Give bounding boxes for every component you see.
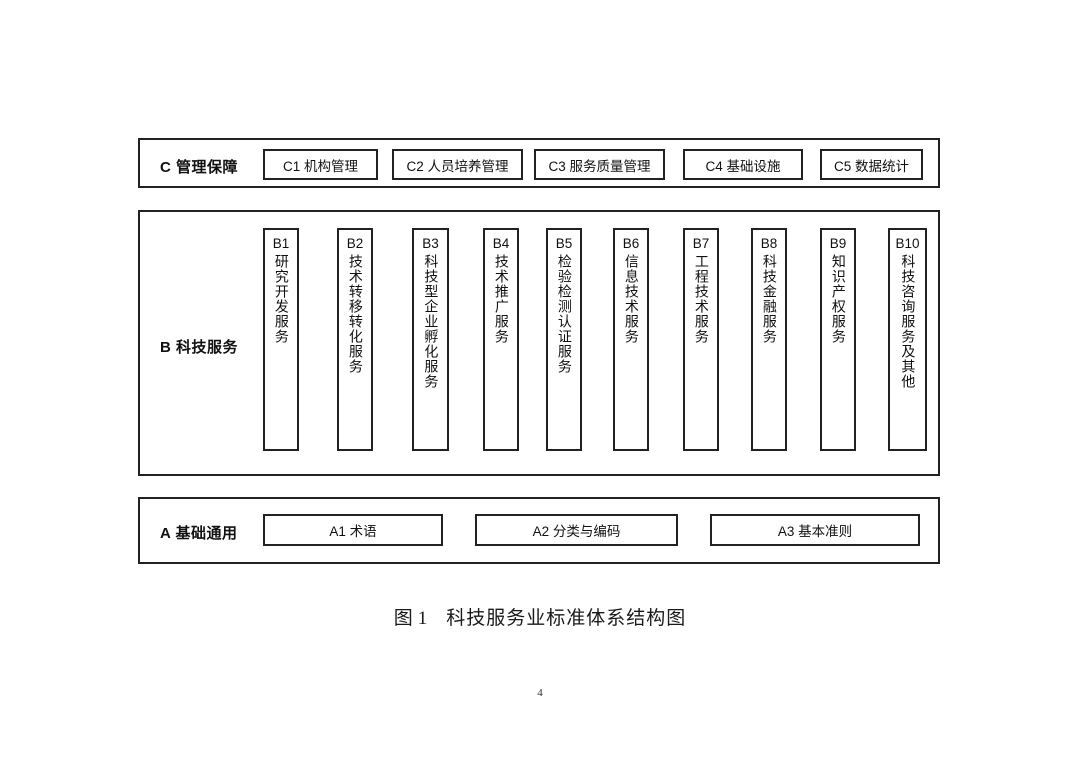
node-b8-label: 科技金融服务: [761, 253, 778, 344]
node-c5[interactable]: C5 数据统计: [820, 149, 923, 180]
figure-caption-title: 科技服务业标准体系结构图: [446, 608, 687, 629]
figure-caption-prefix: 图: [393, 608, 414, 629]
layer-c-label: C 管理保障: [160, 159, 239, 176]
node-a3[interactable]: A3 基本准则: [710, 514, 920, 546]
node-b4[interactable]: B4 技术推广服务: [483, 228, 519, 451]
node-b7[interactable]: B7 工程技术服务: [683, 228, 719, 451]
node-b5-label: 检验检测认证服务: [556, 253, 573, 374]
node-b6-label: 信息技术服务: [623, 253, 640, 344]
node-c4[interactable]: C4 基础设施: [683, 149, 803, 180]
node-b6-code: B6: [622, 236, 640, 251]
node-b1-code: B1: [272, 236, 290, 251]
node-a3-label: A3 基本准则: [777, 524, 853, 539]
node-c4-label: C4 基础设施: [705, 158, 781, 174]
page-number: 4: [537, 687, 543, 699]
node-b3[interactable]: B3 科技型企业孵化服务: [412, 228, 449, 451]
layer-b-label: B 科技服务: [160, 339, 239, 356]
node-a1[interactable]: A1 术语: [263, 514, 443, 546]
figure-caption-number: 1: [417, 608, 429, 629]
node-c1-label: C1 机构管理: [282, 158, 358, 174]
node-c2[interactable]: C2 人员培养管理: [392, 149, 523, 180]
node-b10[interactable]: B10 科技咨询服务及其他: [888, 228, 927, 451]
node-b9[interactable]: B9 知识产权服务: [820, 228, 856, 451]
node-b6[interactable]: B6 信息技术服务: [613, 228, 649, 451]
node-c3-label: C3 服务质量管理: [548, 158, 651, 174]
node-b7-code: B7: [692, 236, 710, 251]
node-b1[interactable]: B1 研究开发服务: [263, 228, 299, 451]
layer-a-band: A 基础通用 A1 术语 A2 分类与编码 A3 基本准则: [138, 497, 940, 564]
node-b4-label: 技术推广服务: [493, 253, 510, 344]
node-b4-code: B4: [492, 236, 510, 251]
node-c3[interactable]: C3 服务质量管理: [534, 149, 665, 180]
node-a1-label: A1 术语: [329, 524, 377, 539]
node-b8[interactable]: B8 科技金融服务: [751, 228, 787, 451]
node-b8-code: B8: [760, 236, 778, 251]
node-b3-code: B3: [422, 236, 439, 251]
layer-c-band: C 管理保障 C1 机构管理 C2 人员培养管理 C3 服务质量管理 C4 基础…: [138, 138, 940, 188]
node-c1[interactable]: C1 机构管理: [263, 149, 378, 180]
node-b2-code: B2: [346, 236, 364, 251]
node-b3-label: 科技型企业孵化服务: [423, 253, 440, 389]
layer-a-label: A 基础通用: [160, 525, 238, 542]
node-b5-code: B5: [555, 236, 573, 251]
node-b1-label: 研究开发服务: [273, 253, 290, 344]
node-b7-label: 工程技术服务: [693, 253, 710, 344]
node-b10-label: 科技咨询服务及其他: [900, 253, 917, 389]
layer-b-band: B 科技服务 B1 研究开发服务 B2 技术转移转化服务 B3 科技型企业孵化服…: [138, 210, 940, 476]
node-b2-label: 技术转移转化服务: [347, 253, 364, 374]
node-b5[interactable]: B5 检验检测认证服务: [546, 228, 582, 451]
node-b9-label: 知识产权服务: [830, 253, 847, 344]
node-a2[interactable]: A2 分类与编码: [475, 514, 678, 546]
node-b9-code: B9: [829, 236, 847, 251]
node-c5-label: C5 数据统计: [833, 158, 909, 174]
node-c2-label: C2 人员培养管理: [406, 158, 509, 174]
node-b10-code: B10: [895, 236, 920, 251]
node-b2[interactable]: B2 技术转移转化服务: [337, 228, 373, 451]
node-a2-label: A2 分类与编码: [532, 524, 621, 539]
